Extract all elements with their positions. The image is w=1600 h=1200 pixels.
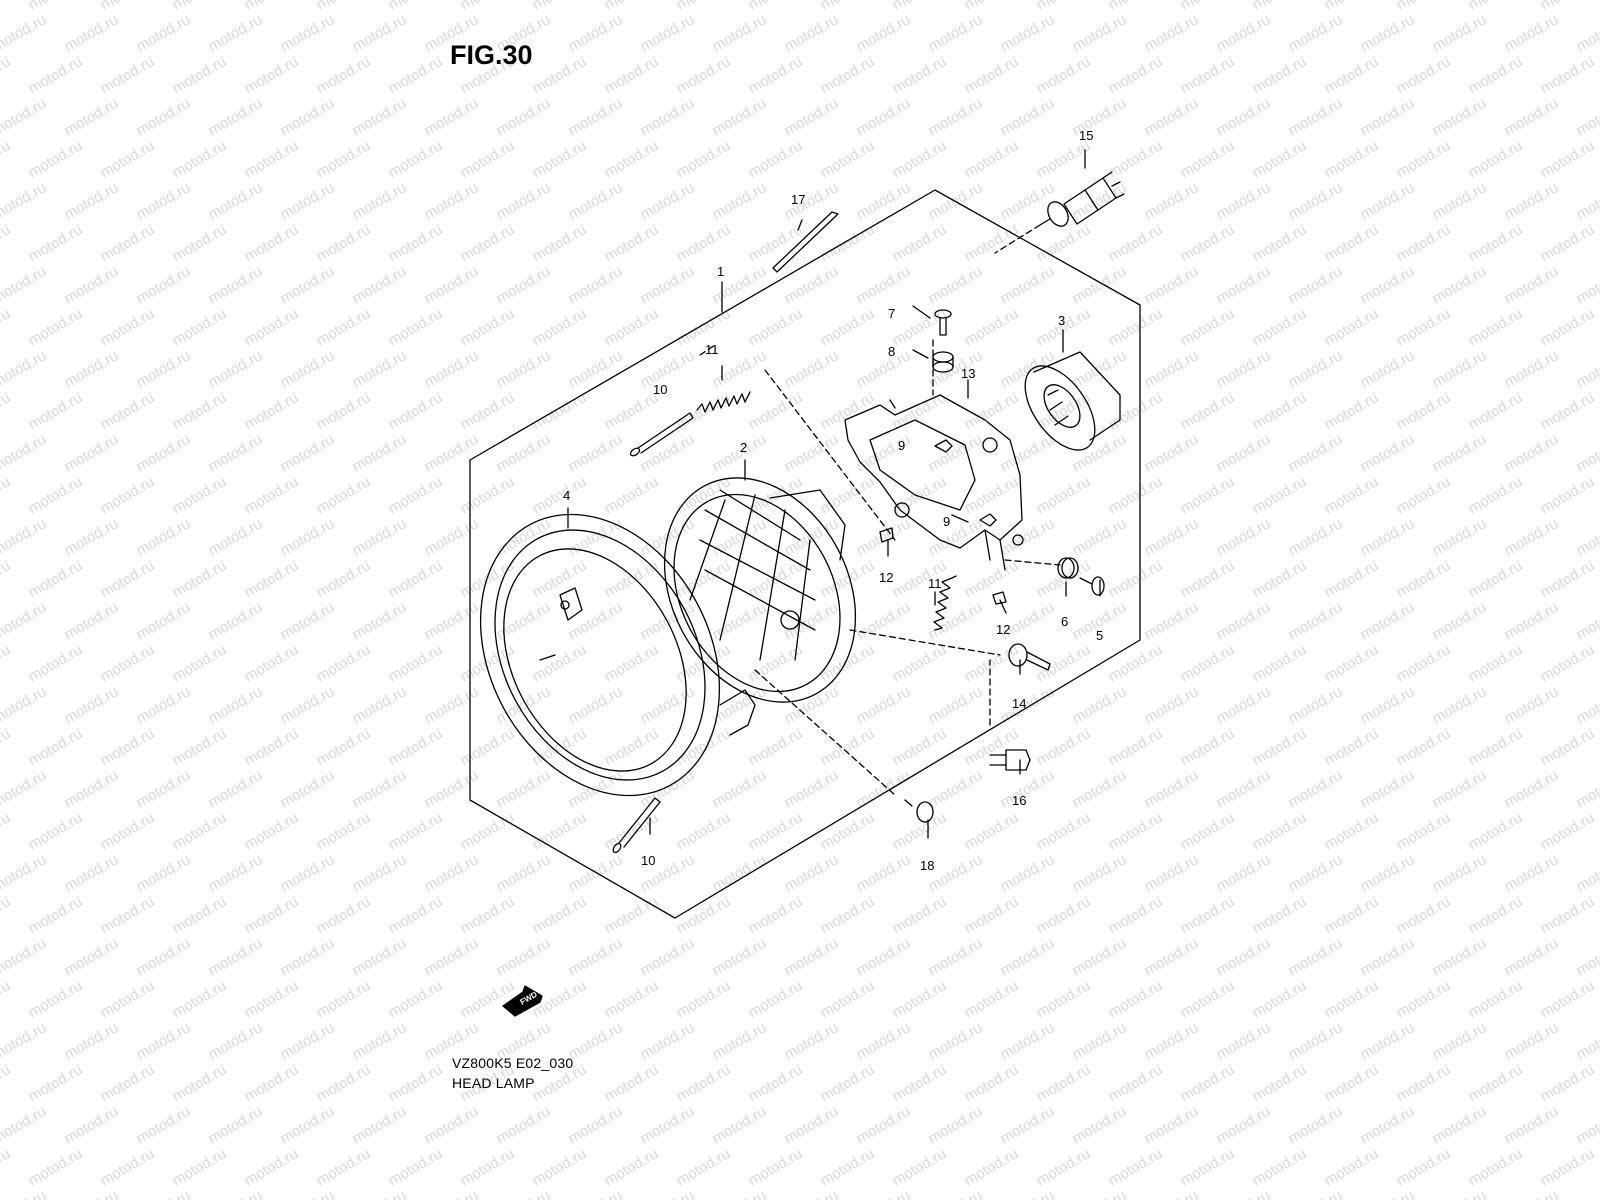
- part-2-unit: [663, 477, 857, 703]
- part-8-grommet: [932, 351, 954, 373]
- part-group-name: HEAD LAMP: [452, 1075, 535, 1091]
- callout-10-lower: 10: [641, 853, 655, 868]
- part-13-bracket: [844, 394, 1024, 571]
- callout-13: 13: [961, 366, 975, 381]
- callout-15: 15: [1079, 128, 1093, 143]
- callout-1: 1: [717, 264, 724, 279]
- part-4-rim: [479, 513, 756, 797]
- part-18-screw: [904, 799, 934, 823]
- callout-7: 7: [888, 306, 895, 321]
- part-12-clip-upper: [879, 527, 894, 543]
- part-15-bulb: [1039, 171, 1125, 227]
- callout-9-upper: 9: [898, 438, 905, 453]
- part-9-nut-lower: [979, 513, 997, 527]
- figure-title: FIG.30: [450, 40, 533, 70]
- callout-12-lower: 12: [996, 622, 1010, 637]
- callout-11-upper: 11: [705, 342, 719, 357]
- part-9-nut-upper: [934, 439, 953, 453]
- part-14-socket: [1008, 643, 1051, 671]
- part-17-cover: [772, 211, 839, 273]
- part-11-spring-upper: [696, 391, 751, 413]
- part-3-socket-cover: [1024, 351, 1121, 451]
- callout-16: 16: [1012, 793, 1026, 808]
- callout-4: 4: [563, 488, 570, 503]
- assembly-frame: [469, 189, 1141, 919]
- callout-17: 17: [791, 192, 805, 207]
- forward-arrow-icon: FWD: [502, 985, 543, 1017]
- callout-12-upper: 12: [879, 570, 893, 585]
- callout-9-lower: 9: [943, 514, 950, 529]
- callout-6: 6: [1061, 614, 1068, 629]
- callout-5: 5: [1096, 628, 1103, 643]
- part-10-screw-upper: [629, 412, 694, 457]
- part-12-clip-lower: [992, 591, 1007, 605]
- callout-14: 14: [1012, 696, 1026, 711]
- part-7-screw: [934, 309, 952, 336]
- callout-18: 18: [920, 858, 934, 873]
- part-16-small-bulb: [989, 749, 1031, 771]
- part-6-grommet: [1057, 557, 1079, 579]
- callout-8: 8: [888, 344, 895, 359]
- part-10-screw-lower: [612, 797, 661, 854]
- callout-11-lower: 11: [928, 576, 942, 591]
- callout-2: 2: [740, 440, 747, 455]
- callout-3: 3: [1058, 313, 1065, 328]
- model-code: VZ800K5 E02_030: [452, 1055, 574, 1071]
- callout-10-upper: 10: [653, 382, 667, 397]
